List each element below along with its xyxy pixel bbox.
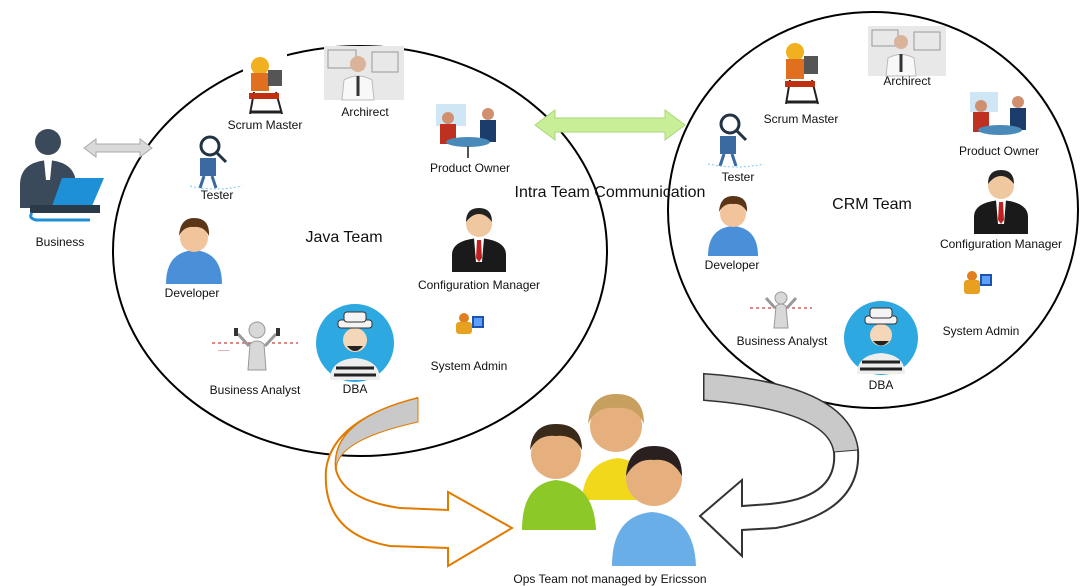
java-system-admin-label: System Admin <box>430 359 508 373</box>
crm-scrum-master-icon <box>779 38 825 108</box>
ops-left-curved-arrow <box>324 397 514 568</box>
crm-configuration-manager-label: Configuration Manager <box>939 237 1063 251</box>
java-tester-label: Tester <box>200 188 234 202</box>
crm-business-analyst-icon <box>748 286 814 332</box>
intra-team-communication-label: Intra Team Communication <box>514 184 706 201</box>
crm-system-admin-label: System Admin <box>942 324 1020 338</box>
crm-team-title: CRM Team <box>832 196 912 213</box>
crm-scrum-master-label: Scrum Master <box>763 112 839 126</box>
crm-tester-label: Tester <box>721 170 755 184</box>
crm-team-circle <box>667 11 1079 409</box>
java-developer-label: Developer <box>164 286 220 300</box>
crm-product-owner-icon <box>968 90 1032 144</box>
java-architect-icon <box>324 46 404 101</box>
java-scrum-master-label: Scrum Master <box>227 118 303 132</box>
ops-team-group-icon <box>522 394 696 566</box>
intra-team-arrow <box>534 109 686 141</box>
business-arrow <box>83 138 153 158</box>
crm-tester-icon <box>707 112 765 168</box>
java-developer-icon <box>160 218 228 286</box>
crm-business-analyst-label: Business Analyst <box>736 334 828 348</box>
crm-system-admin-icon <box>936 264 1026 306</box>
java-business-analyst-label: Business Analyst <box>209 383 301 397</box>
business-label: Business <box>35 235 85 249</box>
crm-architect-label: Archirect <box>883 74 931 88</box>
java-product-owner-icon <box>434 102 502 158</box>
svg-text:-------: ------- <box>218 348 230 354</box>
crm-developer-icon <box>702 196 764 258</box>
crm-developer-label: Developer <box>704 258 760 272</box>
java-business-analyst-icon: ------- <box>209 314 301 380</box>
java-architect-label: Archirect <box>341 105 389 119</box>
java-product-owner-label: Product Owner <box>429 161 511 175</box>
java-configuration-manager-icon <box>446 206 512 272</box>
java-scrum-master-icon <box>243 52 287 118</box>
business-person-icon <box>20 129 104 222</box>
java-configuration-manager-label: Configuration Manager <box>417 278 541 292</box>
java-dba-icon <box>314 304 396 382</box>
java-tester-icon <box>189 134 244 190</box>
crm-product-owner-label: Product Owner <box>958 144 1040 158</box>
java-team-title: Java Team <box>305 229 383 246</box>
crm-dba-label: DBA <box>868 378 894 392</box>
crm-dba-icon <box>842 300 920 376</box>
ops-right-curved-arrow <box>698 372 860 559</box>
crm-configuration-manager-icon <box>968 166 1034 234</box>
crm-architect-icon <box>868 26 946 77</box>
ops-team-label: Ops Team not managed by Ericsson <box>513 572 707 586</box>
java-dba-label: DBA <box>342 382 368 396</box>
java-system-admin-icon <box>432 306 506 342</box>
